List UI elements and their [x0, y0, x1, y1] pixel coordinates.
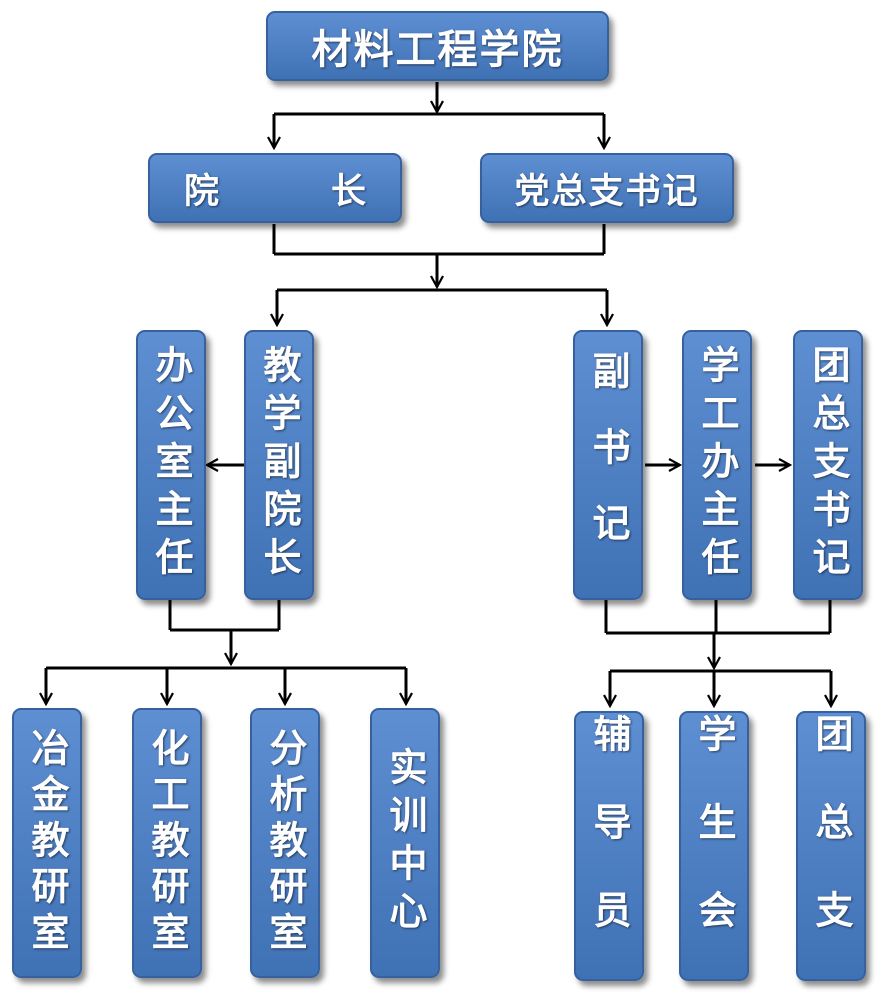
dean-box: 院 长	[148, 153, 402, 223]
deputy-secretary-box: 副书记	[573, 330, 643, 600]
party-secretary-box: 党总支书记	[480, 153, 734, 223]
college-box: 材料工程学院	[266, 11, 609, 81]
youth-league-branch-label: 团总支	[809, 714, 853, 978]
vice-dean-teaching-box: 教学副院长	[244, 330, 314, 600]
college-label: 材料工程学院	[311, 27, 564, 73]
analysis-teaching-office-label: 分析教研室	[263, 728, 307, 958]
counselor-box: 辅导员	[574, 711, 644, 981]
counselor-label: 辅导员	[587, 714, 631, 978]
training-center-label: 实训中心	[383, 747, 427, 939]
chemical-teaching-office-box: 化工教研室	[132, 708, 202, 978]
chemical-teaching-office-label: 化工教研室	[145, 728, 189, 958]
student-affairs-director-label: 学工办主任	[695, 345, 739, 585]
student-union-box: 学生会	[679, 711, 749, 981]
metallurgy-teaching-office-label: 冶金教研室	[25, 728, 69, 958]
youth-league-branch-box: 团总支	[796, 711, 866, 981]
dean-label-right: 长	[330, 171, 366, 212]
party-secretary-label: 党总支书记	[514, 171, 700, 212]
youth-league-secretary-label: 团总支书记	[806, 345, 850, 585]
youth-league-secretary-box: 团总支书记	[793, 330, 863, 600]
student-union-label: 学生会	[692, 714, 736, 978]
dean-label-left: 院	[184, 171, 220, 212]
analysis-teaching-office-box: 分析教研室	[250, 708, 320, 978]
deputy-secretary-label: 副书记	[586, 351, 630, 579]
office-director-box: 办公室主任	[136, 330, 206, 600]
metallurgy-teaching-office-box: 冶金教研室	[12, 708, 82, 978]
training-center-box: 实训中心	[370, 708, 440, 978]
vice-dean-teaching-label: 教学副院长	[257, 345, 301, 585]
student-affairs-director-box: 学工办主任	[682, 330, 752, 600]
office-director-label: 办公室主任	[149, 345, 193, 585]
